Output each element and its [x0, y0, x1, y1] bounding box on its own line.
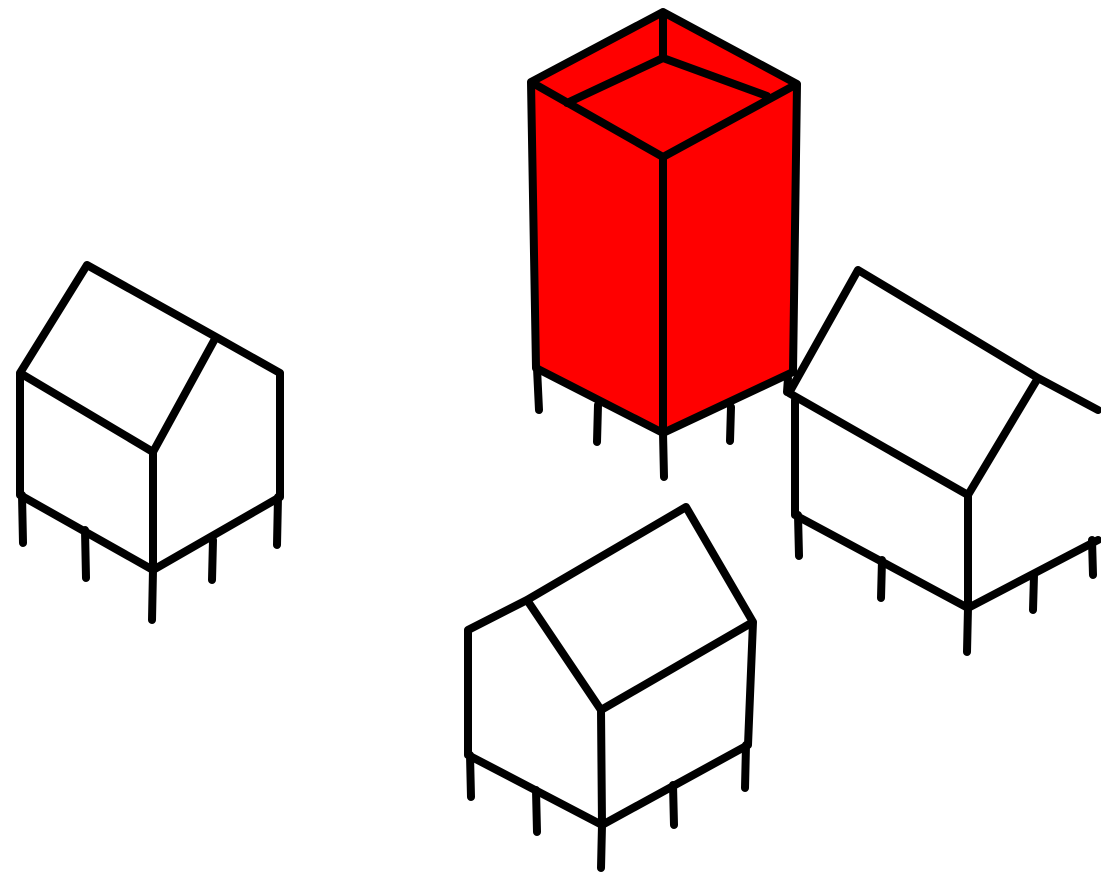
house-left: [20, 265, 280, 620]
tower: [531, 12, 797, 477]
house-right: [789, 270, 1098, 652]
house-bottom: [468, 507, 753, 868]
